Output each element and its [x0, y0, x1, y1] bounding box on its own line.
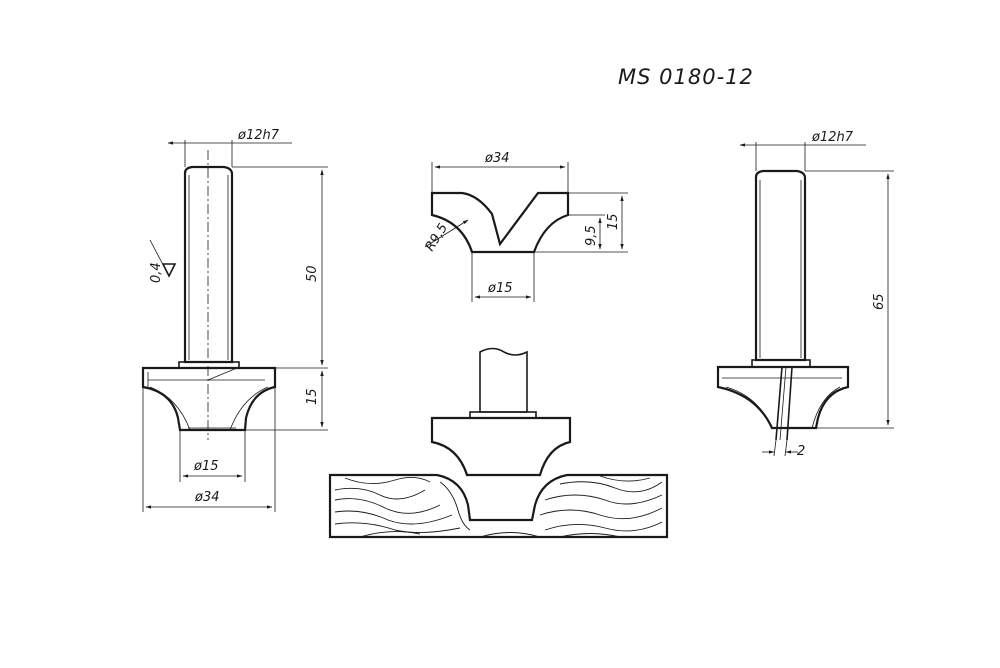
left-shank-length-label: 50 — [305, 265, 320, 282]
workpiece-cutter-shank — [479, 347, 528, 413]
right-blade-thickness-label: 2 — [797, 444, 805, 459]
profile-view: ø34 15 9,5 R9,5 ø15 — [423, 151, 628, 302]
left-shank — [183, 165, 234, 364]
roughness-symbol — [161, 263, 177, 278]
profile-radius-label: R9,5 — [423, 221, 451, 254]
right-cutter-head — [716, 365, 850, 430]
wood-board — [328, 473, 669, 539]
left-cutter-view: ø12h7 0,4 50 15 ø15 ø34 — [141, 128, 328, 512]
roughness-label: 0,4 — [149, 262, 164, 283]
right-shank-diameter-label: ø12h7 — [811, 130, 854, 145]
wood-grain — [334, 475, 663, 538]
right-total-length-label: 65 — [872, 293, 887, 310]
workpiece-view — [328, 347, 669, 539]
left-shank-diameter-label: ø12h7 — [237, 128, 280, 143]
right-cutter-view: ø12h7 65 2 — [716, 130, 894, 459]
profile-bottom-diameter-label: ø15 — [487, 281, 513, 296]
right-shank — [754, 169, 807, 362]
left-head-diameter-label: ø34 — [194, 490, 220, 505]
left-cutter-head — [141, 366, 277, 432]
profile-depth-label: 9,5 — [584, 225, 599, 246]
left-head-height-label: 15 — [305, 388, 320, 405]
workpiece-cutter-head — [430, 416, 572, 477]
profile-shape — [430, 191, 570, 254]
profile-height-label: 15 — [606, 213, 621, 230]
left-bearing-diameter-label: ø15 — [193, 459, 219, 474]
profile-head-diameter-label: ø34 — [484, 151, 510, 166]
drawing-title: MS 0180-12 — [618, 65, 754, 89]
